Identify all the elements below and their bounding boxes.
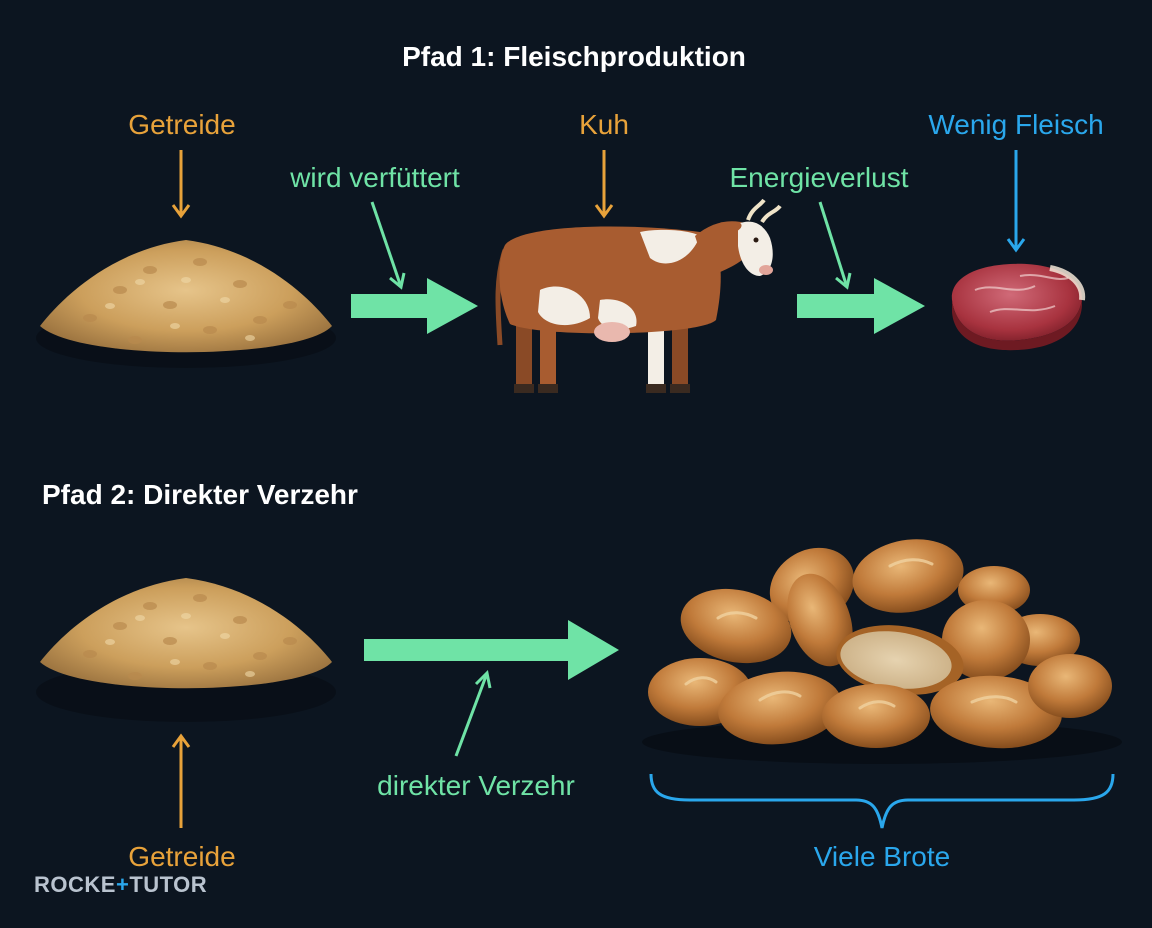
path1-cow-label: Kuh (579, 109, 629, 140)
path2-grain-pointer-arrow (171, 733, 191, 828)
feed-pointer-arrow (370, 201, 406, 290)
path1-meat-label: Wenig Fleisch (928, 109, 1103, 140)
cow-pointer-arrow (594, 150, 614, 219)
grain-pile-icon-2 (36, 578, 336, 722)
bread-group-brace (649, 773, 1115, 829)
cut-bread-loaf (836, 625, 964, 695)
logo-plus-icon: + (116, 872, 129, 897)
feed-flow-arrow (351, 278, 478, 334)
path2-grain-label: Getreide (128, 841, 235, 872)
cow-icon (495, 198, 782, 393)
path1-feed-label: wird verfüttert (289, 162, 460, 193)
direct-flow-arrow (364, 620, 619, 680)
direct-pointer-arrow (454, 669, 492, 757)
loss-pointer-arrow (818, 201, 852, 290)
path2-direct-label: direkter Verzehr (377, 770, 575, 801)
path2-bread-label: Viele Brote (814, 841, 950, 872)
path1-loss-label: Energieverlust (730, 162, 909, 193)
path1-grain-label: Getreide (128, 109, 235, 140)
path2-title: Pfad 2: Direkter Verzehr (42, 479, 358, 510)
rocket-tutor-logo: ROCKE+TUTOR (34, 872, 207, 897)
grain-pointer-arrow (171, 150, 191, 219)
bread-pile-icon (642, 539, 1122, 764)
steak-icon (951, 263, 1086, 351)
path1-title: Pfad 1: Fleischproduktion (402, 41, 746, 72)
grain-pile-icon (36, 240, 336, 368)
meat-pointer-arrow (1006, 150, 1026, 253)
loss-flow-arrow (797, 278, 925, 334)
svg-text:ROCKE+TUTOR: ROCKE+TUTOR (34, 872, 207, 897)
